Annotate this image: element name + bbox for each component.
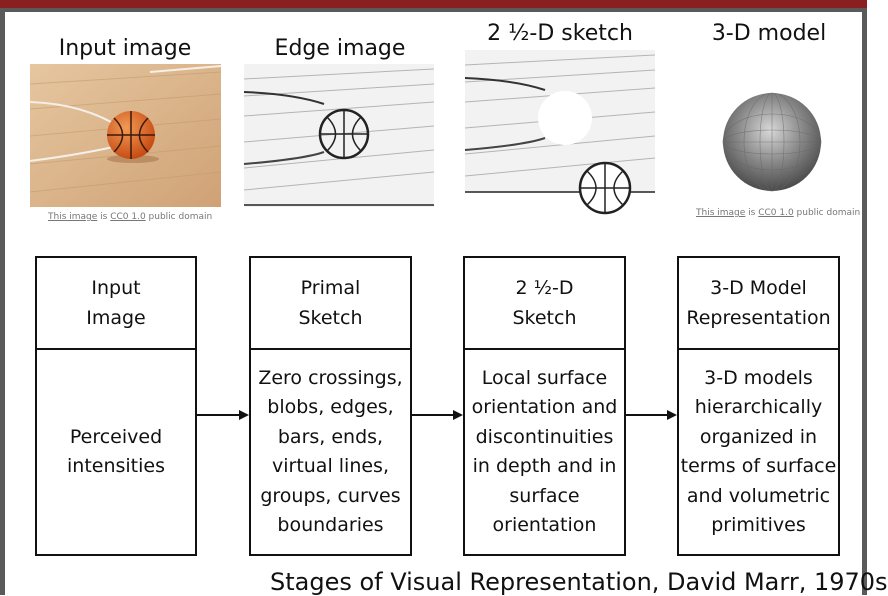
stage-heading: 2 ½-D Sketch <box>465 258 624 350</box>
model-image-sphere <box>720 90 824 194</box>
arrow-right-icon <box>626 410 677 420</box>
stage-heading: Primal Sketch <box>251 258 410 350</box>
stage-heading: Input Image <box>37 258 195 350</box>
stage-description: Zero crossings, blobs, edges, bars, ends… <box>258 366 403 537</box>
model-image-credit: This image is CC0 1.0 public domain <box>696 208 861 218</box>
top-frame-line <box>0 8 867 12</box>
input-image-credit: This image is CC0 1.0 public domain <box>48 212 213 222</box>
stage-box-3d-model: 3-D Model Representation 3-D models hier… <box>677 256 840 556</box>
stage-description: Perceived intensities <box>67 425 165 478</box>
stage-box-input-image: Input Image Perceived intensities <box>35 256 197 556</box>
edge-image-photo <box>243 64 435 207</box>
arrow-right-icon <box>412 410 463 420</box>
slide-caption: Stages of Visual Representation, David M… <box>270 568 888 596</box>
input-image-title: Input image <box>58 36 192 61</box>
sketch-image-photo <box>464 50 656 215</box>
sketch-image-title: 2 ½-D sketch <box>487 21 633 46</box>
credit-link[interactable]: This image <box>48 212 98 222</box>
credit-license-link[interactable]: CC0 1.0 <box>758 208 794 218</box>
top-accent-bar <box>0 0 867 8</box>
stage-heading: 3-D Model Representation <box>679 258 838 350</box>
right-frame-line <box>862 12 867 595</box>
model-image-title: 3-D model <box>711 21 827 46</box>
stage-description: 3-D models hierarchically organized in t… <box>680 366 837 537</box>
stage-box-2-5d-sketch: 2 ½-D Sketch Local surface orientation a… <box>463 256 626 556</box>
credit-license-link[interactable]: CC0 1.0 <box>110 212 146 222</box>
arrow-right-icon <box>197 410 249 420</box>
credit-link[interactable]: This image <box>696 208 746 218</box>
edge-image-title: Edge image <box>274 36 406 61</box>
stage-description: Local surface orientation and discontinu… <box>471 366 618 537</box>
input-image-photo <box>29 64 222 207</box>
stage-box-primal-sketch: Primal Sketch Zero crossings, blobs, edg… <box>249 256 412 556</box>
left-frame-line <box>0 12 5 595</box>
